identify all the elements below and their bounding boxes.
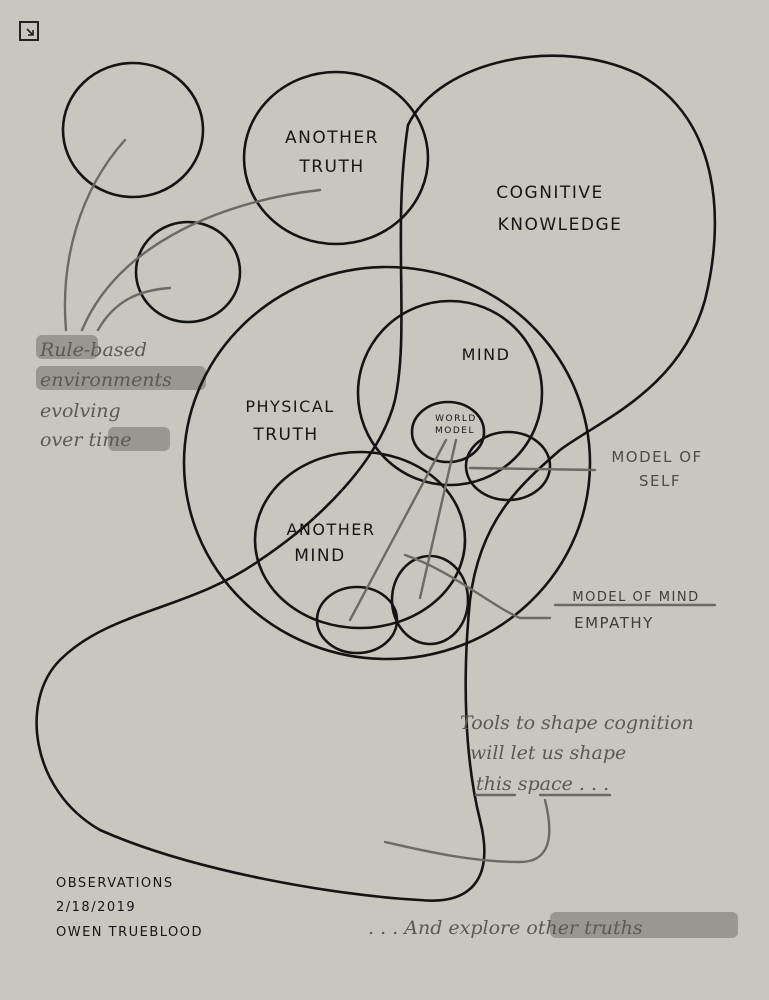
rule-based-note-3: evolving (40, 400, 121, 422)
physical-truth-circle (182, 265, 592, 661)
another-mind-label-2: MIND (294, 546, 346, 566)
cognitive-knowledge-blob (35, 54, 717, 902)
tools-note-3: this space . . . (476, 773, 609, 795)
another-mind-label-1: ANOTHER (286, 520, 375, 539)
empathy-label: EMPATHY (574, 614, 654, 632)
rule-based-note-2: environments (40, 369, 172, 391)
model-of-self-leader (468, 466, 597, 472)
world-model-circle (410, 400, 486, 464)
empathy-circle-small (315, 585, 399, 655)
highlight-environments (36, 366, 206, 390)
cognitive-label-2: KNOWLEDGE (498, 215, 623, 235)
rule-env-circle-large (61, 61, 205, 199)
model-of-mind-leader (403, 553, 552, 620)
tools-note-1: Tools to shape cognition (460, 712, 694, 734)
another-truth-label-1: ANOTHER (285, 128, 379, 148)
another-truth-circle (242, 70, 430, 246)
cognitive-label-1: COGNITIVE (496, 183, 603, 203)
rule-leader-2 (80, 188, 322, 332)
another-mind-circle (253, 450, 467, 630)
rule-based-note-4: over time (40, 429, 132, 451)
rule-leader-1 (63, 138, 127, 332)
another-truth-label-2: TRUTH (298, 157, 364, 177)
physical-truth-label-2: TRUTH (252, 425, 318, 445)
signature-name: OWEN TRUEBLOOD (56, 925, 203, 940)
world-model-label-2: MODEL (435, 426, 475, 436)
rule-leader-3 (96, 286, 172, 332)
signature-title: OBSERVATIONS (56, 876, 174, 891)
model-of-self-circle (464, 430, 552, 502)
world-model-label-1: WORLD (435, 414, 477, 424)
highlight-time (108, 427, 170, 451)
rule-based-note-1: Rule-based (39, 339, 147, 361)
cone-line-right (418, 438, 458, 600)
model-of-mind-label: MODEL OF MIND (572, 590, 699, 605)
cone-line-left (348, 438, 448, 622)
explore-note: . . . And explore other truths (368, 917, 643, 939)
physical-truth-label-1: PHYSICAL (245, 397, 334, 416)
highlight-other-truths (550, 912, 738, 938)
mind-circle (356, 299, 544, 487)
rule-env-circle-small (134, 220, 242, 324)
mind-label: MIND (462, 345, 511, 364)
model-of-self-label-2: SELF (639, 472, 681, 490)
corner-frame-icon (19, 21, 39, 41)
model-of-self-label-1: MODEL OF (611, 448, 702, 466)
highlight-rule (36, 335, 98, 359)
tools-leader (383, 798, 551, 864)
tools-note-2: will let us shape (470, 742, 626, 764)
signature-date: 2/18/2019 (56, 900, 136, 915)
empathy-circle-right (390, 554, 470, 646)
